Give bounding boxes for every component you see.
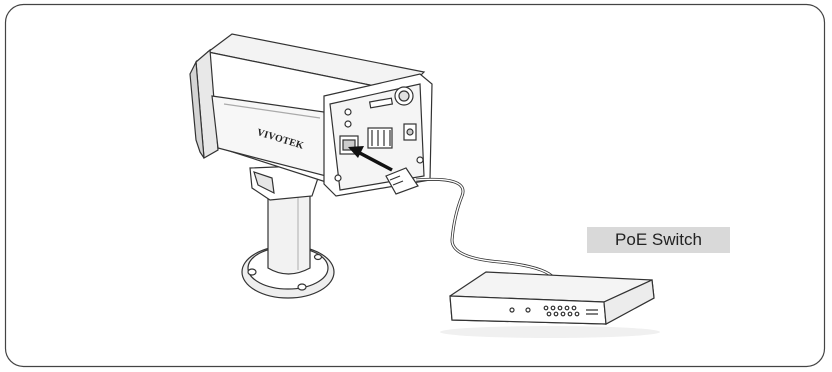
poe-switch-device <box>449 271 655 325</box>
insertion-arrow <box>348 146 393 172</box>
camera-mount <box>241 165 335 299</box>
switch-shadow <box>440 326 660 338</box>
ethernet-cable <box>385 167 553 278</box>
diagram-frame <box>4 3 826 368</box>
poe-switch-label: PoE Switch <box>587 227 730 253</box>
